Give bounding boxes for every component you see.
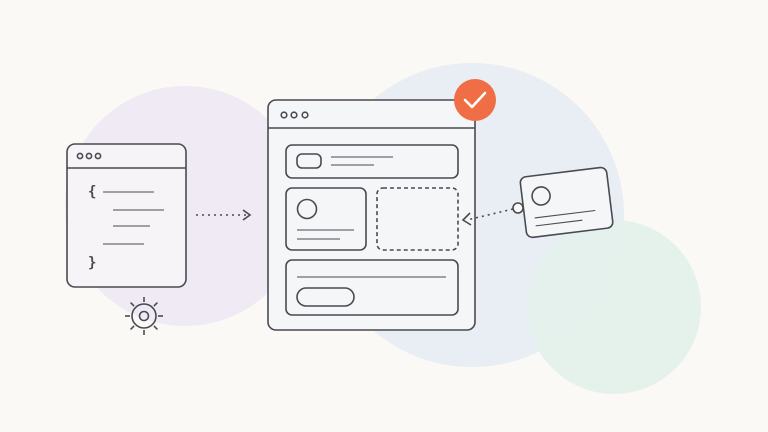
profile-card-block <box>285 187 367 251</box>
empty-slot <box>376 187 459 251</box>
gear-icon <box>125 297 163 335</box>
dotted-arrow-icon <box>461 202 524 226</box>
drag-handle <box>512 202 524 214</box>
window-dot <box>94 152 102 160</box>
window-dot <box>280 111 288 119</box>
button-pill <box>296 287 355 307</box>
dotted-arrow-icon <box>196 209 252 221</box>
avatar <box>296 198 318 220</box>
code-open-brace: { <box>88 184 96 200</box>
page-window <box>267 99 476 331</box>
content-block <box>285 259 459 316</box>
header-pill <box>296 153 322 169</box>
checkmark-icon <box>454 79 496 121</box>
floating-card <box>519 166 614 239</box>
window-dot <box>290 111 298 119</box>
green-blob <box>527 220 701 394</box>
avatar <box>531 186 551 206</box>
header-block <box>285 144 459 179</box>
code-window <box>66 143 187 288</box>
window-dot <box>301 111 309 119</box>
code-close-brace: } <box>88 255 96 271</box>
window-dot <box>85 152 93 160</box>
window-dot <box>76 152 84 160</box>
